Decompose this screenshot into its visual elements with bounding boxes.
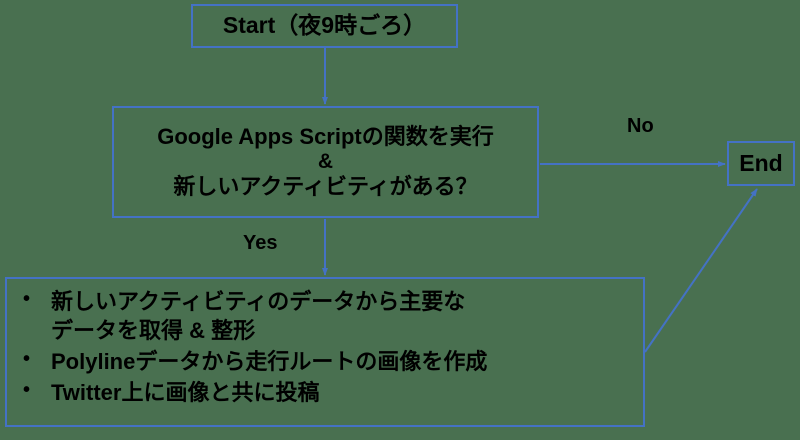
process-bullet-text-2: Polylineデータから走行ルートの画像を作成 [51, 349, 488, 375]
edge-label-yes: Yes [243, 232, 278, 254]
decision-node-line-2: & [317, 149, 334, 173]
bullet-icon: • [23, 288, 31, 310]
process-bullet-text-1: 新しいアクティビティのデータから主要なデータを取得 & 整形 [51, 289, 466, 344]
decision-node-line-3: 新しいアクティビティがある？ [173, 174, 478, 200]
end-node-label: End [739, 149, 783, 176]
decision-node-line-1: Google Apps Scriptの関数を実行 [157, 123, 494, 149]
list-item: • Twitter上に画像と共に投稿 [21, 378, 643, 407]
start-node[interactable]: Start（夜9時ごろ） [191, 4, 458, 48]
edge-label-no: No [627, 115, 654, 137]
process-node[interactable]: • 新しいアクティビティのデータから主要なデータを取得 & 整形 • Polyl… [5, 277, 645, 427]
bullet-icon: • [23, 348, 31, 371]
start-node-label: Start（夜9時ごろ） [222, 12, 427, 39]
process-bullet-text-3: Twitter上に画像と共に投稿 [51, 380, 320, 406]
process-bullet-list: • 新しいアクティビティのデータから主要なデータを取得 & 整形 • Polyl… [7, 287, 643, 407]
edge-process-to-end [644, 188, 758, 353]
list-item: • Polylineデータから走行ルートの画像を作成 [21, 347, 643, 376]
list-item: • 新しいアクティビティのデータから主要なデータを取得 & 整形 [21, 287, 643, 345]
decision-node[interactable]: Google Apps Scriptの関数を実行 & 新しいアクティビティがある… [112, 106, 539, 218]
end-node[interactable]: End [727, 141, 795, 186]
bullet-icon: • [23, 379, 31, 402]
